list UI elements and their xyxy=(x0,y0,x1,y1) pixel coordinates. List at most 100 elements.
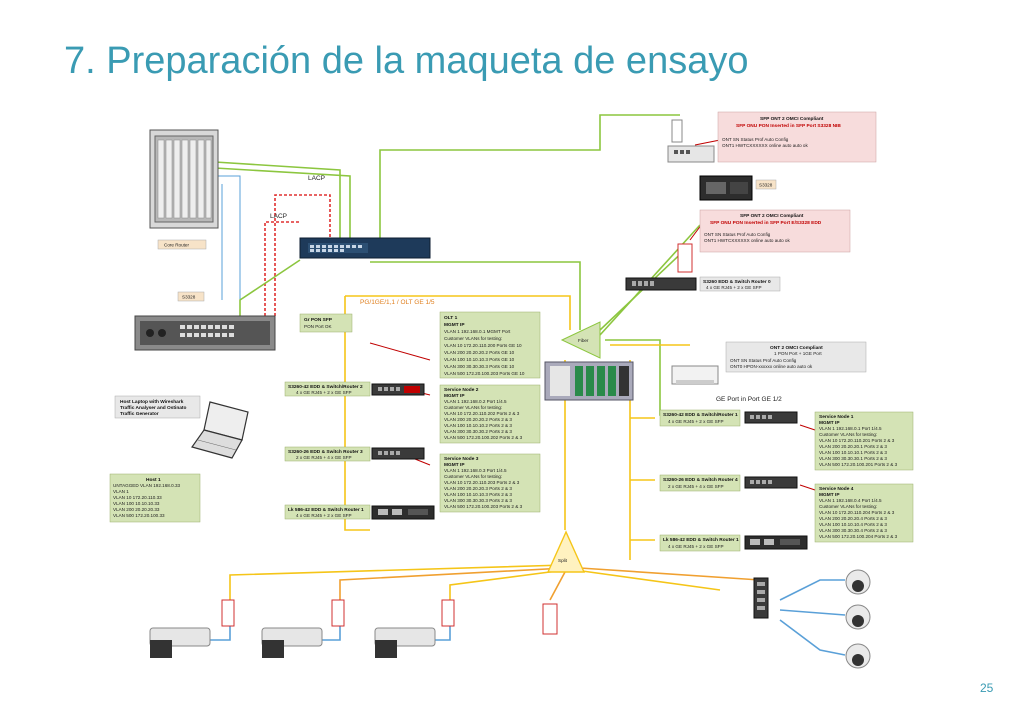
svg-text:VLAN 500 172.20.100.203 Ports: VLAN 500 172.20.100.203 Ports GE 10 xyxy=(444,371,525,376)
ont-right-box: ONT 2 OMCI Compliant 1 PON Port + 1GE Po… xyxy=(725,341,867,373)
dome-camera-2 xyxy=(845,604,871,630)
ont-bottom-devices xyxy=(221,599,558,635)
svg-text:VLAN 500 172.20.100.33: VLAN 500 172.20.100.33 xyxy=(113,513,165,518)
bullet-camera-3 xyxy=(374,627,436,658)
olt-device xyxy=(544,361,634,401)
sfp-mid-device xyxy=(677,243,693,273)
s3328-top-device: S3328 xyxy=(699,175,777,201)
svg-text:4 x GE RJ45 + 2 x GE SFP: 4 x GE RJ45 + 2 x GE SFP xyxy=(668,419,724,424)
svg-text:VLAN 1 192.168.0.4 Port 1/4.: VLAN 1 192.168.0.4 Port 1/4.5 xyxy=(819,498,882,503)
svg-text:VLAN 200 20.20.20.4 Ports 2 &: VLAN 200 20.20.20.4 Ports 2 & 3 xyxy=(819,516,887,521)
dome-camera-1 xyxy=(845,569,871,595)
cam-feed-6 xyxy=(579,567,761,581)
svg-text:Customer VLANs for testing:: Customer VLANs for testing: xyxy=(444,336,502,341)
switch-bottom-right xyxy=(753,577,769,619)
svg-text:VLAN 100 10.10.10.4 Ports 2 &: VLAN 100 10.10.10.4 Ports 2 & 3 xyxy=(819,522,887,527)
svg-text:S3260 EDD & Switch Router 0: S3260 EDD & Switch Router 0 xyxy=(703,279,771,285)
svg-text:4 x GE RJ45 + 2 x GE SFP: 4 x GE RJ45 + 2 x GE SFP xyxy=(668,544,724,549)
lacp-label-left: LACP xyxy=(270,213,287,220)
svg-text:2 x GE RJ45 + 4 x GE SFP: 2 x GE RJ45 + 4 x GE SFP xyxy=(668,484,724,489)
laptop-icon xyxy=(191,401,249,459)
cam-feed-4 xyxy=(549,571,566,601)
svg-text:S3260-42 EDD & Switch/Router 1: S3260-42 EDD & Switch/Router 1 xyxy=(663,412,738,418)
dome-link-1 xyxy=(779,579,845,601)
dome-camera-3 xyxy=(845,643,871,669)
svg-text:SFP ONT 2 OMCI Compliant: SFP ONT 2 OMCI Compliant xyxy=(740,213,804,219)
svg-text:S3328: S3328 xyxy=(759,183,773,188)
svg-text:VLAN 100 10.10.10.3 Ports 2 &: VLAN 100 10.10.10.3 Ports 2 & 3 xyxy=(444,492,512,497)
svg-text:VLAN 300 30.30.30.1 Ports 2 &: VLAN 300 30.30.30.1 Ports 2 & 3 xyxy=(819,456,887,461)
service-node-box-1: Service Node 1 MGMT IP VLAN 1 192.168.0.… xyxy=(814,411,914,471)
svg-text:MGMT IP: MGMT IP xyxy=(444,393,465,399)
svg-text:Service Node 1: Service Node 1 xyxy=(819,414,854,420)
svg-text:1 PON Port + 1GE Port: 1 PON Port + 1GE Port xyxy=(774,351,822,356)
svg-text:MGMT IP: MGMT IP xyxy=(819,420,840,426)
svg-text:VLAN 10 172.20.110.203 Ports: VLAN 10 172.20.110.203 Ports 2 & 3 xyxy=(444,480,520,485)
svg-text:VLAN 500 172.20.100.201 Ports: VLAN 500 172.20.100.201 Ports 2 & 3 xyxy=(819,462,898,467)
switch-top-right: S3260 EDD & Switch Router 0 4 x GE RJ45 … xyxy=(625,276,781,292)
svg-text:Service Node 3: Service Node 3 xyxy=(444,456,479,462)
svg-text:VLAN 10 172.20.110.201 Ports: VLAN 10 172.20.110.201 Ports 2 & 3 xyxy=(819,438,895,443)
svg-text:ONT1 HWTCXXXXXX online auto au: ONT1 HWTCXXXXXX online auto auto ok xyxy=(704,238,790,243)
laptop-note: Host Laptop with Wireshark Traffic Analy… xyxy=(114,395,201,419)
arrow-top-sfp xyxy=(694,139,721,146)
svg-text:ONT SN Status Prof Auto Config: ONT SN Status Prof Auto Config xyxy=(722,137,789,142)
s3328-device xyxy=(134,315,276,351)
svg-text:Customer VLANs for testing:: Customer VLANs for testing: xyxy=(444,405,502,410)
fibre-olt-splitter xyxy=(345,295,571,330)
svg-text:VLAN 10 172.20.110.202 Ports: VLAN 10 172.20.110.202 Ports 2 & 3 xyxy=(444,411,520,416)
svg-text:VLAN 1 192.168.0.1 Port 1/4.: VLAN 1 192.168.0.1 Port 1/4.5 xyxy=(819,426,882,431)
svg-text:MGMT IP: MGMT IP xyxy=(444,322,465,328)
switch-right-2: S3260-26 EDD & Switch Router 4 2 x GE RJ… xyxy=(659,474,798,492)
core-router-label: Core Router xyxy=(157,239,207,250)
svg-text:VLAN 1: VLAN 1 xyxy=(113,489,129,494)
svg-text:VLAN 300 30.30.30.4 Ports 2 &: VLAN 300 30.30.30.4 Ports 2 & 3 xyxy=(819,528,887,533)
svg-text:PON Port OK: PON Port OK xyxy=(304,324,333,329)
arrow-r1 xyxy=(799,424,816,431)
fibre-left-vertical xyxy=(344,296,370,531)
service-node-box-4: Service Node 4 MGMT IP VLAN 1 192.168.0.… xyxy=(814,483,914,543)
svg-text:Lk 586-42 EDD & Switch Router: Lk 586-42 EDD & Switch Router 1 xyxy=(288,507,364,513)
svg-text:VLAN 10 172.20.110.200 Ports: VLAN 10 172.20.110.200 Ports GE 10 xyxy=(444,343,522,348)
cam-feed-3 xyxy=(449,569,566,600)
svg-text:VLAN 500 172.20.100.203 Ports: VLAN 500 172.20.100.203 Ports 2 & 3 xyxy=(444,504,523,509)
svg-text:VLAN 10 172.20.110.204 Ports: VLAN 10 172.20.110.204 Ports 2 & 3 xyxy=(819,510,895,515)
link-core-switch-2 xyxy=(214,167,351,238)
svg-text:MGMT IP: MGMT IP xyxy=(444,462,465,468)
svg-text:Gr PON SFP: Gr PON SFP xyxy=(304,317,333,323)
svg-text:VLAN 10 172.20.110.33: VLAN 10 172.20.110.33 xyxy=(113,495,162,500)
link-switch-sfp-top xyxy=(379,114,680,238)
svg-text:Host Laptop with Wireshark: Host Laptop with Wireshark xyxy=(120,399,184,405)
lacp-label-top: LACP xyxy=(308,175,325,182)
slide-title: 7. Preparación de la maqueta de ensayo xyxy=(64,40,749,82)
link-core-switch-1 xyxy=(214,161,341,238)
core-router-chassis xyxy=(149,129,219,229)
svg-text:VLAN 500 172.20.100.204 Ports: VLAN 500 172.20.100.204 Ports 2 & 3 xyxy=(819,534,898,539)
switch-left-3: S3260-26 EDD & Switch Router 3 2 x GE RJ… xyxy=(284,446,425,462)
svg-text:VLAN 1 192.168.0.1 MGMT Po: VLAN 1 192.168.0.1 MGMT Port xyxy=(444,329,511,334)
link-switch-olt xyxy=(370,261,581,330)
switch-left-2: S3260-42 EDD & Switch/Router 2 4 x GE RJ… xyxy=(284,381,425,397)
svg-text:VLAN 100 10.10.10.2 Ports 2 &: VLAN 100 10.10.10.2 Ports 2 & 3 xyxy=(444,423,512,428)
sfp-top-box: SFP ONT 2 OMCI Compliant SFP ONU PON Ins… xyxy=(717,111,877,163)
svg-text:Traffic Analyser and Ostinato: Traffic Analyser and Ostinato xyxy=(120,405,187,411)
svg-text:UNTAGGED VLAN 192.168.0.33: UNTAGGED VLAN 192.168.0.33 xyxy=(113,483,181,488)
svg-text:VLAN 100 10.10.10.3 Ports GE: VLAN 100 10.10.10.3 Ports GE 10 xyxy=(444,357,515,362)
page-number: 25 xyxy=(980,681,994,695)
svg-text:VLAN 200 20.20.20.2 Ports 2 &: VLAN 200 20.20.20.2 Ports 2 & 3 xyxy=(444,417,512,422)
sfp-top-device xyxy=(667,119,715,163)
olt1-box: OLT 1 MGMT IP VLAN 1 192.168.0.1 MGMT Po… xyxy=(439,311,541,379)
optical-splitter-top: Fiber xyxy=(560,321,601,359)
svg-text:VLAN 300 30.30.30.2 Ports 2 &: VLAN 300 30.30.30.2 Ports 2 & 3 xyxy=(444,429,512,434)
svg-text:VLAN 1 192.168.0.3 Port 1/4.: VLAN 1 192.168.0.3 Port 1/4.5 xyxy=(444,468,507,473)
ont-right-device xyxy=(671,365,719,385)
svg-text:VLAN 300 30.30.30.3 Ports 2 &: VLAN 300 30.30.30.3 Ports 2 & 3 xyxy=(444,498,512,503)
svg-text:ONT SN Status Prof Auto Config: ONT SN Status Prof Auto Config xyxy=(704,232,771,237)
dome-link-2 xyxy=(779,609,846,616)
svg-text:S3260-26 EDD & Switch Router 3: S3260-26 EDD & Switch Router 3 xyxy=(288,449,363,455)
lacp-dashed-link xyxy=(274,194,331,316)
dome-link-3 xyxy=(779,619,846,656)
cam-feed-1 xyxy=(229,564,566,600)
svg-text:VLAN 200 20.20.20.2 Ports GE: VLAN 200 20.20.20.2 Ports GE 10 xyxy=(444,350,515,355)
svg-text:ONT 2 OMCI Compliant: ONT 2 OMCI Compliant xyxy=(770,345,823,351)
